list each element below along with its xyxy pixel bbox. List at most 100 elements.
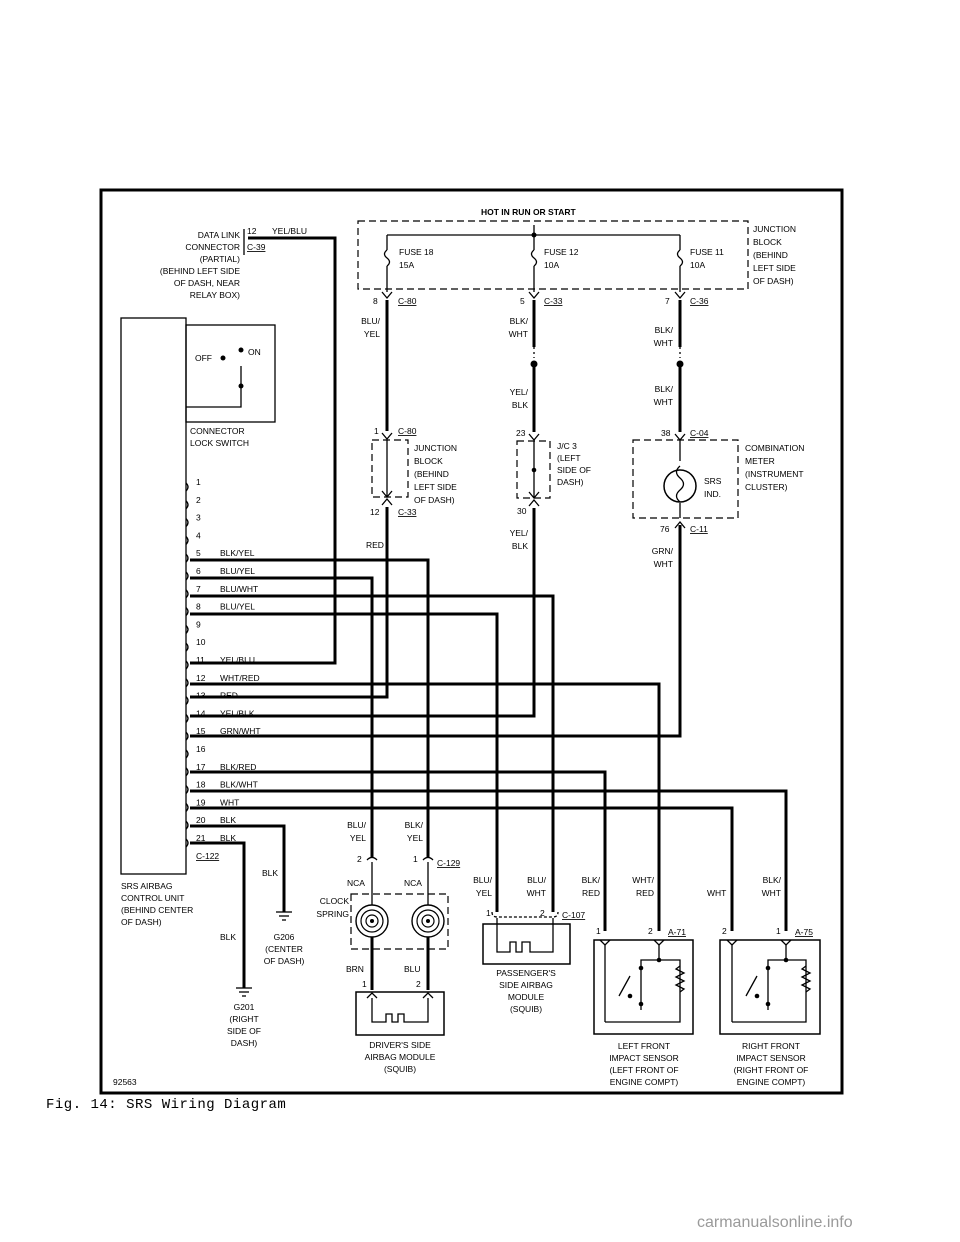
right-sensor-pin-left: 2: [722, 926, 727, 936]
pin-wire-label: YEL/BLK: [220, 708, 255, 718]
pin-wire-label: BLU/WHT: [220, 584, 258, 594]
svg-text:C-33: C-33: [544, 296, 563, 306]
lock-switch-on: ON: [248, 347, 261, 357]
svg-text:BLK: BLK: [512, 400, 528, 410]
wire-label-grn-wht: GRN/ WHT: [652, 546, 674, 569]
svg-text:WHT: WHT: [509, 329, 528, 339]
svg-text:12: 12: [370, 507, 380, 517]
svg-text:COMBINATION: COMBINATION: [745, 443, 804, 453]
pin-terminal: [185, 607, 189, 617]
switch-lead: [186, 386, 242, 408]
joint-connector-jc3: 23 J/C 3 (LEFT SIDE OF DASH) 30: [516, 428, 591, 516]
svg-text:DATA LINK: DATA LINK: [198, 230, 241, 240]
pin-terminal: [185, 767, 189, 777]
ground-g206-icon: [276, 911, 292, 921]
svg-text:OF DASH, NEAR: OF DASH, NEAR: [174, 278, 240, 288]
svg-text:G206: G206: [274, 932, 295, 942]
wire-label-blk-wht-c: BLK/ WHT: [654, 384, 674, 407]
svg-text:DRIVER'S SIDE: DRIVER'S SIDE: [369, 1040, 431, 1050]
pin-wire-label: YEL/BLU: [220, 655, 255, 665]
left-front-impact-sensor: [593, 939, 694, 1035]
pin-terminal: [185, 678, 189, 688]
pin-number: 1: [196, 477, 201, 487]
nca-right: NCA: [404, 878, 422, 888]
lock-switch-off: OFF: [195, 353, 212, 363]
pin-number: 15: [196, 726, 206, 736]
driver-module-pin-right: 2: [416, 979, 421, 989]
svg-text:OF DASH): OF DASH): [121, 917, 162, 927]
pin-number: 10: [196, 637, 206, 647]
svg-text:(BEHIND LEFT SIDE: (BEHIND LEFT SIDE: [160, 266, 240, 276]
srs-unit-label: SRS AIRBAG CONTROL UNIT (BEHIND CENTER O…: [121, 881, 193, 927]
pin-terminal: [185, 571, 189, 581]
switch-contact-off: [220, 355, 226, 361]
svg-text:BLU/: BLU/: [473, 875, 493, 885]
pin-number: 21: [196, 833, 206, 843]
pin-wire-label: WHT: [220, 797, 239, 807]
svg-text:YEL/: YEL/: [510, 528, 529, 538]
svg-text:5: 5: [520, 296, 525, 306]
svg-text:WHT: WHT: [527, 888, 546, 898]
svg-text:C-80: C-80: [398, 426, 417, 436]
clock-spring-pin-left: 2: [357, 854, 362, 864]
wire-blk-20: [190, 824, 286, 912]
pin-number: 18: [196, 780, 206, 790]
left-sensor-pin-left: 1: [596, 926, 601, 936]
svg-text:(INSTRUMENT: (INSTRUMENT: [745, 469, 804, 479]
clock-spring-coil-right-icon: [411, 904, 445, 938]
pin-terminal: [185, 624, 189, 634]
pin-number: 19: [196, 797, 206, 807]
wire-yel-blk: [190, 508, 536, 718]
svg-text:METER: METER: [745, 456, 775, 466]
pin-number: 5: [196, 548, 201, 558]
clock-spring-pin-right: 1: [413, 854, 418, 864]
svg-text:(SQUIB): (SQUIB): [510, 1004, 542, 1014]
svg-text:76: 76: [660, 524, 670, 534]
svg-text:J/C 3: J/C 3: [557, 441, 577, 451]
ground-g201-wire: BLK: [220, 932, 236, 942]
svg-text:OF DASH): OF DASH): [264, 956, 305, 966]
ground-g201-label: G201 (RIGHT SIDE OF DASH): [227, 1002, 261, 1048]
svg-text:BLK/: BLK/: [655, 325, 674, 335]
right-sensor-wire-labels: BLK/ WHT: [762, 875, 782, 898]
svg-text:BLU/: BLU/: [347, 820, 367, 830]
wire-wht: [190, 806, 734, 931]
nca-left: NCA: [347, 878, 365, 888]
passenger-connector: C-107: [562, 910, 585, 920]
svg-text:(LEFT: (LEFT: [557, 453, 581, 463]
svg-text:OF DASH): OF DASH): [414, 495, 455, 505]
figure-caption: Fig. 14: SRS Wiring Diagram: [46, 1097, 287, 1113]
clock-spring-coil-left-icon: [355, 904, 389, 938]
svg-text:OF DASH): OF DASH): [753, 276, 794, 286]
svg-text:LEFT FRONT: LEFT FRONT: [618, 1041, 670, 1051]
svg-text:YEL: YEL: [407, 833, 423, 843]
srs-control-unit: [120, 317, 187, 875]
svg-text:10A: 10A: [544, 260, 559, 270]
watermark: carmanualsonline.info: [697, 1214, 853, 1231]
junction-block-top: [357, 220, 749, 290]
passenger-pin-right: 2: [540, 908, 545, 918]
ground-g201-icon: [236, 987, 252, 997]
connector-lock-switch: [185, 324, 276, 423]
svg-text:SIDE OF: SIDE OF: [227, 1026, 261, 1036]
pin-terminal: [185, 518, 189, 528]
lock-switch-label-2: LOCK SWITCH: [190, 438, 249, 448]
combination-meter: 38 C-04 COMBINATION METER (INSTRUMENT CL…: [632, 428, 804, 534]
pin-wire-label: WHT/RED: [220, 673, 260, 683]
right-sensor-pin-right: 1: [776, 926, 781, 936]
svg-text:RED: RED: [636, 888, 654, 898]
pin-terminal: [185, 535, 189, 545]
svg-text:AIRBAG MODULE: AIRBAG MODULE: [365, 1052, 436, 1062]
left-sensor-pin-right: 2: [648, 926, 653, 936]
svg-text:WHT/: WHT/: [632, 875, 654, 885]
pin-number: 4: [196, 530, 201, 540]
svg-text:YEL: YEL: [364, 329, 380, 339]
wire-label-red: RED: [366, 540, 384, 550]
svg-text:SPRING: SPRING: [316, 909, 349, 919]
pin-terminal: [185, 838, 189, 848]
data-link-wire-color: YEL/BLU: [272, 226, 307, 236]
svg-text:(LEFT FRONT OF: (LEFT FRONT OF: [609, 1065, 678, 1075]
pin-number: 6: [196, 566, 201, 576]
wire-blk-red: [190, 770, 607, 931]
